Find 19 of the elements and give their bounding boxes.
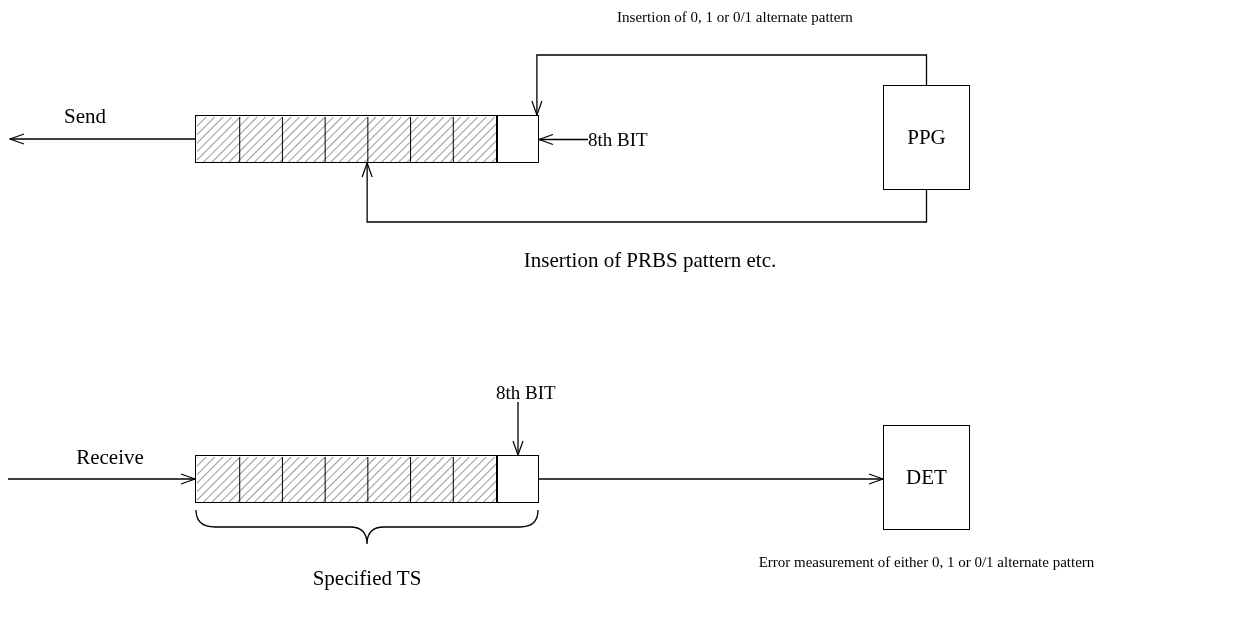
bracket-label: Specified TS	[312, 568, 422, 589]
node-label: Error measurement of either 0, 1 or 0/1 alternate pattern	[758, 555, 1095, 570]
arrow	[361, 162, 928, 223]
arrow	[9, 133, 196, 145]
bit-label: 8th BIT	[588, 130, 648, 149]
edge-label: Insertion of 0, 1 or 0/1 alternate pattern	[617, 10, 853, 25]
arrow	[538, 133, 589, 146]
function-block: DET	[883, 425, 970, 530]
bit-cell	[497, 115, 539, 163]
hatched-register	[195, 455, 497, 503]
hatched-register	[195, 115, 497, 163]
arrow	[531, 54, 928, 116]
arrow	[538, 473, 884, 485]
function-block: PPG	[883, 85, 970, 190]
arrow	[7, 473, 196, 485]
bit-label: 8th BIT	[496, 383, 556, 402]
arrow	[512, 401, 524, 456]
edge-label: Insertion of PRBS pattern etc.	[523, 250, 777, 271]
bit-cell	[497, 455, 539, 503]
